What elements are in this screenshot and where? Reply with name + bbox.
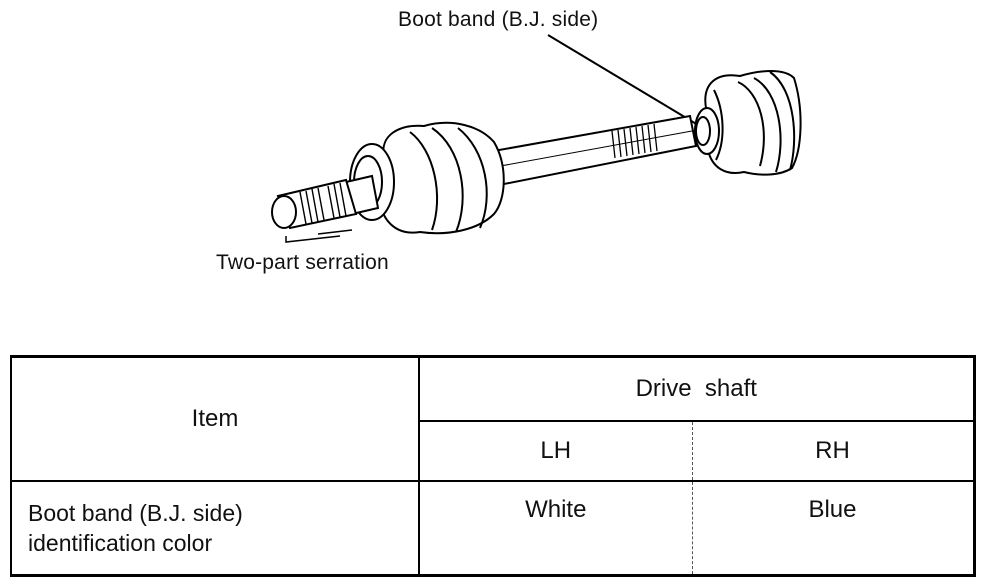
row-label-line1: Boot band (B.J. side) xyxy=(28,499,243,526)
item-header: Item xyxy=(191,404,239,432)
lh-header-cell: LH xyxy=(419,420,693,482)
row-label-cell: Boot band (B.J. side) identification col… xyxy=(10,480,420,577)
lh-value: White xyxy=(525,495,587,523)
drive-shaft-header-cell: Drive shaft xyxy=(419,355,976,422)
boot-band-label: Boot band (B.J. side) xyxy=(398,8,599,31)
two-part-serration-label: Two-part serration xyxy=(216,251,389,274)
identification-color-table: Item Drive shaft LH RH Boot band (B.J. s… xyxy=(10,355,976,577)
rh-value-cell: Blue xyxy=(692,480,976,577)
rh-header-cell: RH xyxy=(692,420,976,482)
right-boot xyxy=(694,70,802,176)
leader-line xyxy=(547,34,704,129)
rh-header: RH xyxy=(815,436,850,464)
stub-shaft xyxy=(271,174,380,230)
item-header-cell: Item xyxy=(10,355,420,482)
lh-value-cell: White xyxy=(419,480,693,577)
drive-shaft-illustration xyxy=(271,34,802,243)
rh-value: Blue xyxy=(808,495,857,523)
left-boot xyxy=(349,121,505,235)
drive-shaft-header: Drive shaft xyxy=(635,374,757,402)
lh-header: LH xyxy=(540,436,572,464)
row-label-line2: identification color xyxy=(28,529,213,556)
shaft-body xyxy=(486,114,698,188)
serration-bracket xyxy=(285,229,353,243)
